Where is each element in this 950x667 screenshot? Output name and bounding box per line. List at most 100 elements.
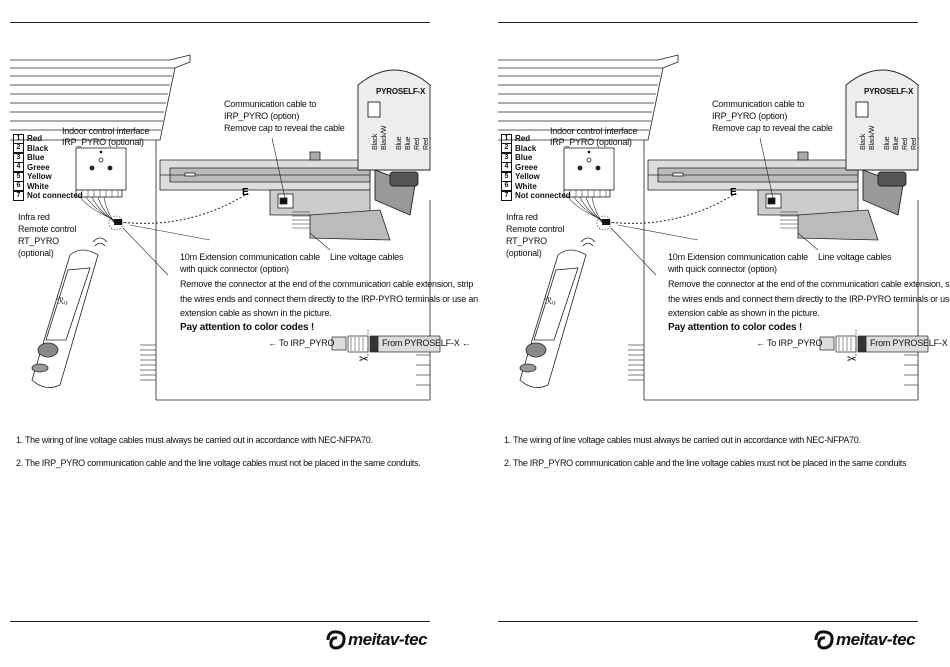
attention-text: Pay attention to color codes ! xyxy=(668,322,803,333)
header-rule xyxy=(498,22,918,23)
instruction-line: extension cable as shown in the picture. xyxy=(668,308,820,318)
leader-lines xyxy=(122,137,331,276)
brand-logo: meitav-tec xyxy=(812,628,916,652)
footer-rule xyxy=(498,621,918,622)
remote-label: RT_PYRO xyxy=(18,236,59,246)
roof-drawing xyxy=(498,54,679,141)
indoor-control-box xyxy=(563,147,615,225)
quick-connector xyxy=(114,219,122,225)
line-voltage-label: Line voltage cables xyxy=(818,252,892,262)
wire-strip-detail xyxy=(819,330,929,356)
pyroself-unit xyxy=(845,69,919,216)
leader-lines xyxy=(610,137,819,276)
unit-title: PYROSELF-X xyxy=(864,87,914,96)
remote-label: Infra red xyxy=(506,212,538,222)
heater-beam xyxy=(159,151,371,191)
indoor-control-box xyxy=(75,147,127,225)
wire-label: Black/W xyxy=(869,125,876,150)
ext-cable-label: with quick connector (option) xyxy=(668,264,777,274)
remote-control: ℛᵤ xyxy=(31,237,108,388)
to-label: ← To IRP_PYRO xyxy=(268,338,335,348)
remote-label: Infra red xyxy=(18,212,50,222)
note-item: 2. The IRP_PYRO communication cable and … xyxy=(16,458,421,468)
comm-cable-label: Communication cable to xyxy=(224,99,317,109)
notes: 1. The wiring of line voltage cables mus… xyxy=(504,434,906,480)
wall-drawing xyxy=(628,140,919,401)
line-voltage-label: Line voltage cables xyxy=(330,252,404,262)
instruction-line: Remove the connector at the end of the c… xyxy=(668,279,950,289)
comm-cable-label: IRP_PYRO (option) xyxy=(224,111,300,121)
wiring-diagram: E ℛᵤ xyxy=(498,54,929,401)
manual-page-left: E ℛᵤ xyxy=(10,0,478,667)
scissors-icon: ✂ xyxy=(847,352,858,366)
note-item: 1. The wiring of line voltage cables mus… xyxy=(504,435,861,445)
unit-title: PYROSELF-X xyxy=(376,87,426,96)
comm-cable-label: Remove cap to reveal the cable xyxy=(712,123,833,133)
svg-text:ℛᵤ: ℛᵤ xyxy=(545,296,556,306)
wire-label: Red xyxy=(911,137,918,150)
remote-label: (optional) xyxy=(506,248,542,258)
to-label: ← To IRP_PYRO xyxy=(756,338,823,348)
meitav-logo-icon xyxy=(326,630,346,650)
indoor-label: Indoor control interface xyxy=(550,126,638,136)
scissors-icon: ✂ xyxy=(359,352,370,366)
from-label: From PYROSELF-X ← xyxy=(870,338,950,348)
header-rule xyxy=(10,22,430,23)
ext-cable-label: 10m Extension communication cable xyxy=(668,252,808,262)
wall-drawing xyxy=(140,140,431,401)
heater-beam xyxy=(647,151,859,191)
brand-name: meitav-tec xyxy=(836,630,916,649)
roof-drawing xyxy=(10,54,191,141)
indoor-label: IRP_PYRO (optional) xyxy=(550,137,632,147)
remote-label: Remote control xyxy=(506,224,565,234)
remote-label: (optional) xyxy=(18,248,54,258)
notes: 1. The wiring of line voltage cables mus… xyxy=(16,434,421,480)
wire-strip-detail xyxy=(331,330,441,356)
comm-cable-label: Communication cable to xyxy=(712,99,805,109)
comm-cable-label: IRP_PYRO (option) xyxy=(712,111,788,121)
comm-cable-label: Remove cap to reveal the cable xyxy=(224,123,345,133)
instruction-line: the wires ends and connect them directly… xyxy=(180,294,478,304)
remote-label: Remote control xyxy=(18,224,77,234)
remote-label: RT_PYRO xyxy=(506,236,547,246)
indoor-label: IRP_PYRO (optional) xyxy=(62,137,144,147)
remote-control: ℛᵤ xyxy=(519,237,596,388)
svg-text:ℛᵤ: ℛᵤ xyxy=(57,296,68,306)
pyroself-unit xyxy=(357,69,431,216)
ext-cable-label: with quick connector (option) xyxy=(180,264,289,274)
ext-cable-label: 10m Extension communication cable xyxy=(180,252,320,262)
svg-text:E: E xyxy=(730,187,737,198)
extension-cable xyxy=(607,191,739,224)
attention-text: Pay attention to color codes ! xyxy=(180,322,315,333)
note-item: 1. The wiring of line voltage cables mus… xyxy=(16,435,373,445)
cable-pipes xyxy=(269,189,391,241)
wire-label: Black/W xyxy=(381,125,388,150)
wiring-diagram: E ℛᵤ xyxy=(10,54,441,401)
quick-connector xyxy=(602,219,610,225)
brand-logo: meitav-tec xyxy=(324,628,428,652)
from-label: From PYROSELF-X ← xyxy=(382,338,471,348)
instruction-line: Remove the connector at the end of the c… xyxy=(180,279,474,289)
wire-label: Red xyxy=(423,137,430,150)
note-item: 2. The IRP_PYRO communication cable and … xyxy=(504,458,907,468)
instruction-line: extension cable as shown in the picture. xyxy=(180,308,332,318)
manual-page-right: E ℛᵤ xyxy=(498,0,950,667)
meitav-logo-icon xyxy=(814,630,834,650)
extension-cable xyxy=(119,191,251,224)
brand-name: meitav-tec xyxy=(348,630,428,649)
instruction-line: the wires ends and connect them directly… xyxy=(668,294,950,304)
cable-pipes xyxy=(757,189,879,241)
indoor-label: Indoor control interface xyxy=(62,126,150,136)
